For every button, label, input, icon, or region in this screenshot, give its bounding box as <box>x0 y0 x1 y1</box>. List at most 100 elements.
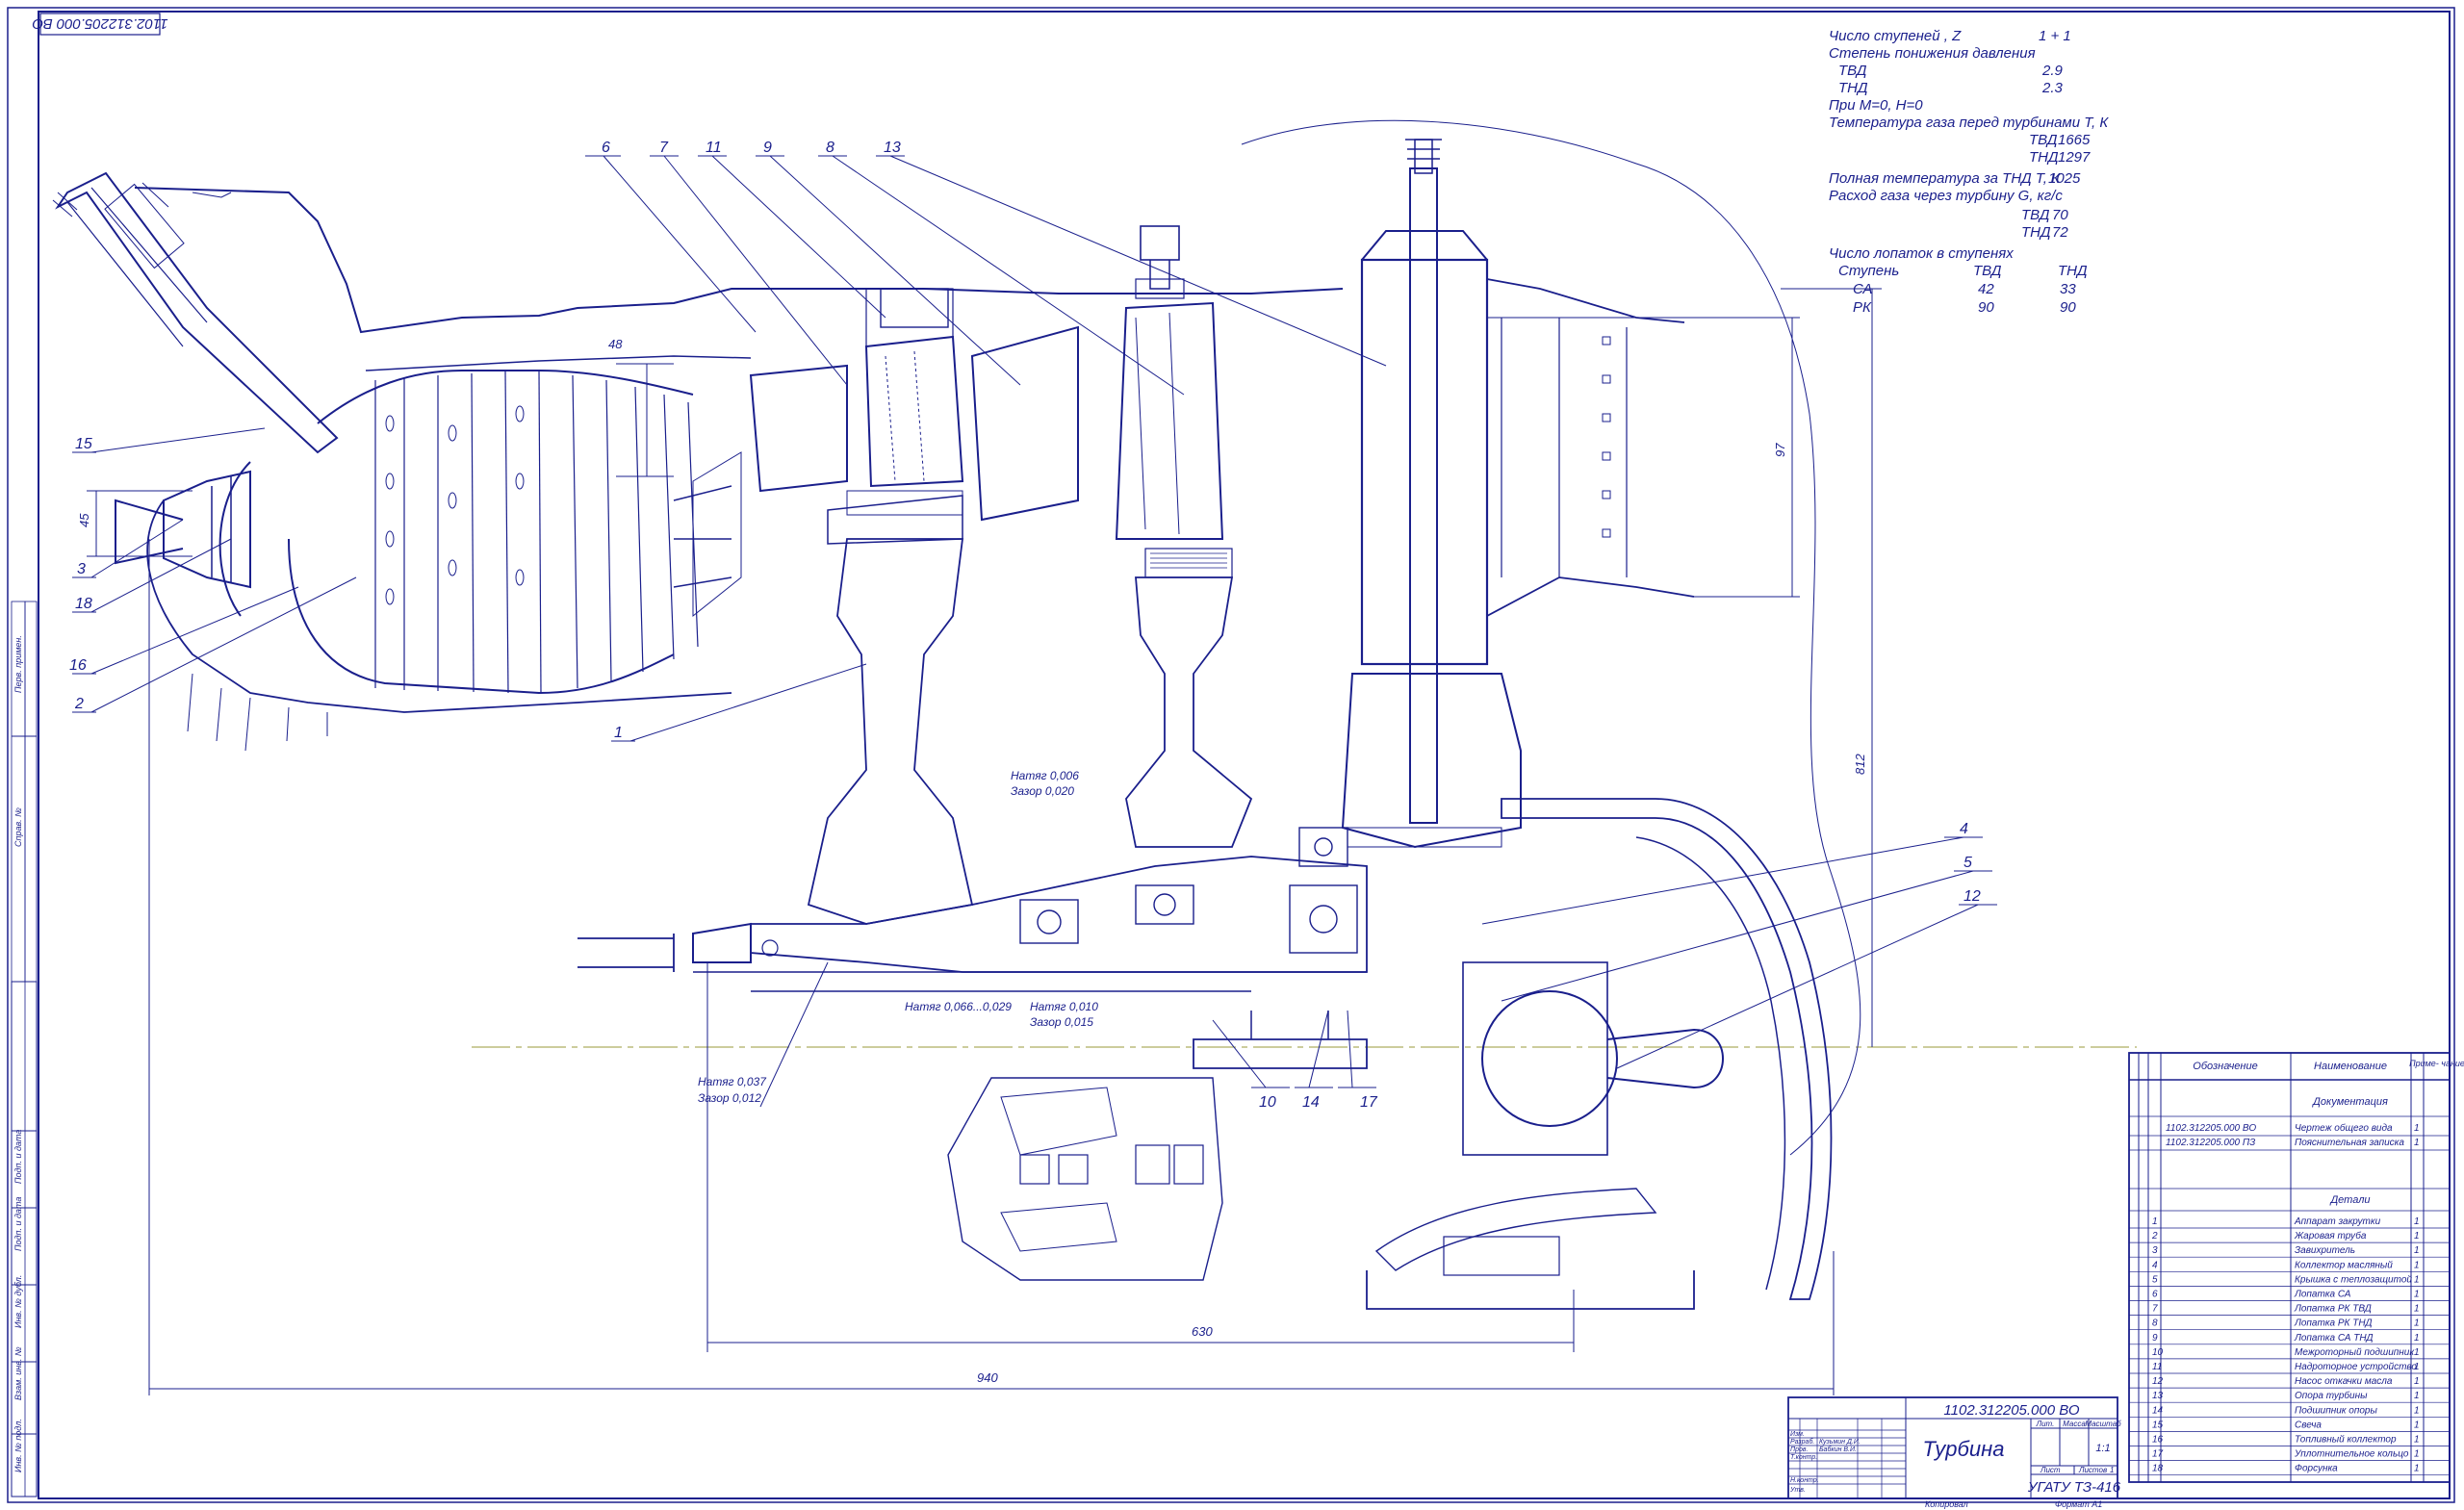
spec-value-7: 1297 <box>2058 149 2091 166</box>
combustor-section <box>52 171 1344 752</box>
part-name: Лопатка РК ТНД <box>2294 1318 2373 1329</box>
spec-label-10: ТВД <box>2021 207 2050 223</box>
part-quantity: 1 <box>2414 1318 2420 1329</box>
part-position: 13 <box>2152 1391 2164 1401</box>
blade-row-0-2: 33 <box>2060 281 2076 297</box>
part-position: 10 <box>2152 1347 2164 1358</box>
dim-48: 48 <box>608 337 623 351</box>
title-copied: Копировал <box>1925 1499 1968 1509</box>
part-quantity: 1 <box>2414 1274 2420 1285</box>
col-note: Приме- чание <box>2409 1059 2464 1068</box>
blade-header-0: Ступень <box>1838 263 1899 279</box>
title-block: 1102.312205.000 ВО Турбина Лит. Масса Ма… <box>1787 1396 2121 1509</box>
blade-header-1: ТВД <box>1973 263 2002 279</box>
top-left-code-stamp: 1102.312205.000 ВО <box>32 13 168 36</box>
part-position: 3 <box>2152 1245 2158 1256</box>
blade-row-0-1: 42 <box>1978 281 1994 297</box>
part-quantity: 1 <box>2414 1231 2420 1241</box>
fit-1a: Натяг 0,006 <box>1011 769 1079 782</box>
callout-6: 6 <box>602 140 610 156</box>
doc-1-qty: 1 <box>2414 1138 2420 1148</box>
part-quantity: 1 <box>2414 1260 2420 1270</box>
title-mass: Масса <box>2063 1420 2086 1428</box>
doc-1-name: Пояснительная записка <box>2295 1138 2404 1148</box>
blade-table-title: Число лопаток в ступенях <box>1829 245 2014 262</box>
title-row-1: Разраб. <box>1790 1438 1814 1446</box>
part-name: Надроторное устройство <box>2295 1362 2417 1372</box>
part-position: 14 <box>2152 1405 2164 1416</box>
part-position: 18 <box>2152 1464 2164 1474</box>
part-position: 6 <box>2152 1290 2158 1300</box>
callout-16: 16 <box>69 657 87 674</box>
spec-value-3: 2.3 <box>2041 80 2064 96</box>
title-lit: Лит. <box>2036 1420 2055 1428</box>
side-stamp-2: Взам. инв. № <box>13 1346 23 1400</box>
part-name: Завихритель <box>2295 1245 2355 1256</box>
callout-4: 4 <box>1960 821 1968 837</box>
title-name: Турбина <box>1923 1437 2005 1461</box>
title-row-3: Т.контр. <box>1790 1454 1817 1461</box>
spec-label-7: ТНД <box>2029 149 2059 166</box>
part-position: 17 <box>2152 1449 2164 1460</box>
doc-1-code: 1102.312205.000 ПЗ <box>2166 1138 2255 1148</box>
section-docs: Документация <box>2311 1096 2388 1108</box>
title-scale-label: Масштаб <box>2085 1420 2121 1428</box>
part-name: Лопатка РК ТВД <box>2294 1304 2372 1315</box>
part-position: 4 <box>2152 1260 2158 1270</box>
title-row-5: Утв. <box>1789 1487 1806 1494</box>
title-row-4: Н.контр. <box>1790 1477 1819 1484</box>
parts-list-table: Обозначение Наименование Приме- чание До… <box>2128 1052 2464 1483</box>
blade-row-1-1: 90 <box>1978 299 1994 316</box>
spec-value-10: 70 <box>2052 207 2068 223</box>
callout-18: 18 <box>75 596 92 612</box>
left-side-stamp: Подп. и дата Инв. № дубл. Взам. инв. № И… <box>11 981 38 1497</box>
part-position: 16 <box>2152 1435 2164 1446</box>
part-position: 15 <box>2152 1420 2164 1430</box>
title-sheets-value: 1 <box>2110 1466 2114 1474</box>
spec-label-5: Температура газа перед турбинами Т, К <box>1829 115 2109 131</box>
dimension-lines <box>87 288 1882 1395</box>
callout-7: 7 <box>659 140 669 156</box>
part-quantity: 1 <box>2414 1449 2420 1460</box>
part-position: 5 <box>2152 1274 2158 1285</box>
spec-label-9: Расход газа через турбину G, кг/с <box>1829 188 2063 204</box>
callout-leaders <box>72 155 1997 1108</box>
part-quantity: 1 <box>2414 1376 2420 1387</box>
callout-2: 2 <box>74 696 84 712</box>
blade-row-0-0: СА <box>1853 281 1872 297</box>
mounting-boss <box>1135 225 1185 299</box>
part-quantity: 1 <box>2414 1391 2420 1401</box>
callout-15: 15 <box>75 436 92 452</box>
spec-label-0: Число ступеней , Z <box>1829 28 1962 44</box>
callout-12: 12 <box>1964 888 1981 905</box>
turbine-support-strut <box>1341 139 1695 849</box>
blade-row-1-2: 90 <box>2060 299 2076 316</box>
title-format: Формат А1 <box>2055 1499 2102 1509</box>
callout-13: 13 <box>884 140 901 156</box>
callout-10: 10 <box>1259 1094 1276 1111</box>
part-name: Лопатка СА <box>2294 1290 2351 1300</box>
side-stamp-3: Инв. № подл. <box>13 1419 23 1472</box>
spec-value-0: 1 + 1 <box>2039 28 2071 44</box>
dimension-texts: 48 45 97 812 630 940 <box>77 337 1867 1385</box>
part-position: 9 <box>2152 1333 2158 1344</box>
title-org: УГАТУ ТЗ-416 <box>2027 1479 2121 1496</box>
part-quantity: 1 <box>2414 1405 2420 1416</box>
doc-0-name: Чертеж общего вида <box>2295 1122 2393 1134</box>
shaft-bearing-assembly <box>578 827 1368 1069</box>
liner-perforations <box>1602 336 1611 538</box>
title-row-2: Пров. <box>1790 1446 1809 1453</box>
doc-0-code: 1102.312205.000 ВО <box>2166 1123 2256 1134</box>
part-position: 7 <box>2152 1304 2158 1315</box>
spec-label-11: ТНД <box>2021 224 2051 241</box>
spec-label-2: ТВД <box>1838 63 1867 79</box>
part-name: Лопатка СА ТНД <box>2294 1333 2374 1344</box>
title-code: 1102.312205.000 ВО <box>1943 1402 2080 1419</box>
part-quantity: 1 <box>2414 1333 2420 1344</box>
drawing-frame <box>7 7 2455 1503</box>
part-name: Топливный коллектор <box>2295 1435 2397 1446</box>
fit-3a: Натяг 0,010 <box>1030 1000 1098 1013</box>
part-name: Насос откачки масла <box>2295 1376 2393 1387</box>
